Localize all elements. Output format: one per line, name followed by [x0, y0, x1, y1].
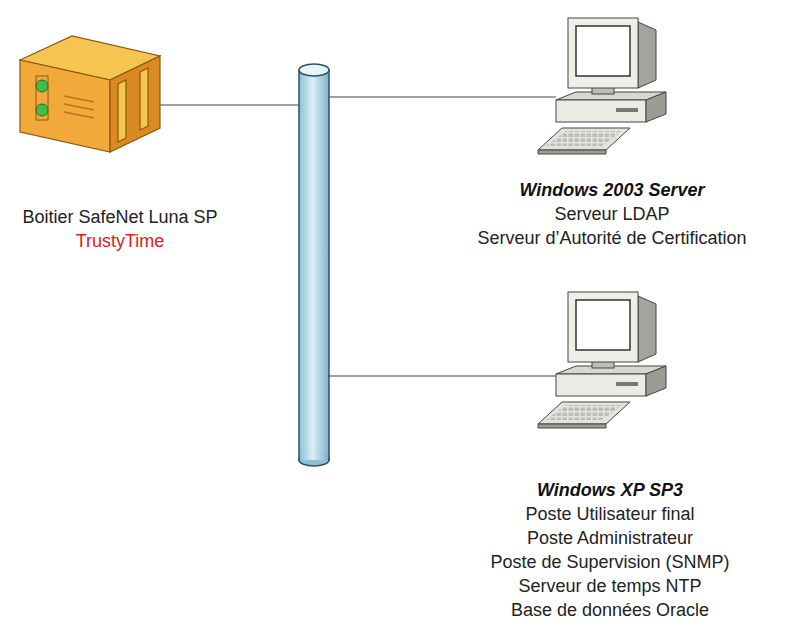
network-bus: [299, 64, 329, 466]
role-line: Base de données Oracle: [486, 598, 733, 622]
role-line: Serveur LDAP: [473, 202, 750, 226]
network-wire: [328, 375, 556, 376]
network-wire: [160, 104, 300, 105]
os-heading: Windows XP SP3: [486, 478, 733, 502]
role-line: Poste de Supervision (SNMP): [486, 550, 733, 574]
appliance-node: Boitier SafeNet Luna SPTrustyTime: [18, 205, 221, 253]
network-wire: [328, 96, 556, 97]
hsm-appliance: [20, 36, 160, 152]
computer-node: Windows XP SP3Poste Utilisateur finalPos…: [486, 478, 733, 622]
device-label: Boitier SafeNet Luna SP: [18, 205, 221, 229]
product-name: TrustyTime: [18, 229, 221, 253]
role-line: Poste Utilisateur final: [486, 502, 733, 526]
computer-node: Windows 2003 ServerServeur LDAPServeur d…: [473, 178, 750, 250]
os-heading: Windows 2003 Server: [473, 178, 750, 202]
role-line: Serveur d’Autorité de Certification: [473, 226, 750, 250]
role-line: Poste Administrateur: [486, 526, 733, 550]
role-line: Serveur de temps NTP: [486, 574, 733, 598]
workstation-computer: [538, 292, 666, 428]
server-computer: [538, 18, 666, 154]
